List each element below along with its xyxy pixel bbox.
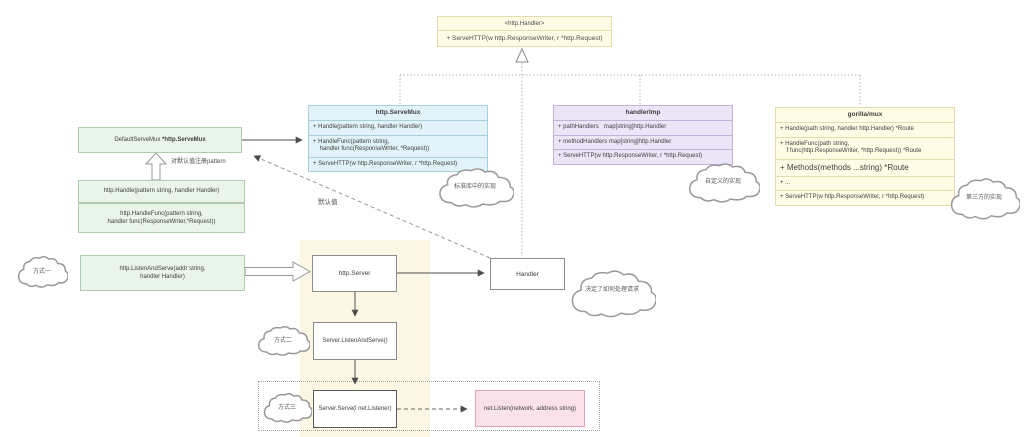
http-handle-group: http.Handle(pattern string, handler Hand… — [78, 180, 245, 233]
default-servemux-box: DefaultServeMux *http.ServeMux — [78, 127, 242, 153]
class-title: gorilla/mux — [847, 111, 883, 118]
class-box-servemux: http.ServeMux + Handle(pattern string, h… — [308, 105, 488, 173]
listener-group-outline — [258, 381, 600, 431]
block-arrow-up-icon — [144, 152, 168, 181]
class-method: + Methods(methods ...string) *Route — [776, 158, 954, 176]
register-pattern-label: 对默认值注册pattern — [171, 159, 226, 165]
server-listenandserve-box: Server.ListenAndServe() — [313, 322, 397, 360]
inheritance-triangle-icon — [515, 47, 529, 63]
class-method: + ServeHTTP(w http.ResponseWriter, r *ht… — [554, 149, 732, 164]
class-method: + ServeHTTP(w http.ResponseWriter, r *ht… — [446, 35, 603, 42]
http-server-box: http.Server — [312, 255, 397, 292]
class-method: + ServeHTTP(w http.ResponseWriter, r *ht… — [309, 156, 487, 172]
class-box-http-handler: <http.Handler> + ServeHTTP(w http.Respon… — [437, 16, 612, 47]
class-method: + Handle(path string, handler http.Handl… — [776, 122, 954, 137]
class-title: http.ServeMux — [375, 109, 421, 116]
realization-dotted-lines — [399, 63, 861, 256]
http-listenandserve-box: http.ListenAndServe(addr string, handler… — [80, 255, 245, 291]
class-method: + HandleFunc(pattern string, handler fun… — [309, 134, 487, 157]
net-listen-box: net.Listen(network, address string) — [475, 390, 585, 427]
solid-arrows — [242, 136, 485, 385]
class-title: handlerImp — [625, 109, 661, 116]
class-box-handlerimp: handlerImp + pathHandlers map[string]htt… — [553, 105, 733, 165]
handler-box: Handler — [490, 258, 565, 290]
class-title: <http.Handler> — [438, 17, 611, 31]
default-servemux-label: DefaultServeMux *http.ServeMux — [114, 136, 206, 143]
server-serve-box: Server.Serve(l net.Listener) — [313, 390, 397, 428]
class-box-gorillamux: gorilla/mux + Handle(path string, handle… — [775, 107, 955, 206]
class-method: + ServeHTTP(w http.ResponseWriter, r *ht… — [776, 190, 954, 205]
block-arrow-right-icon — [244, 261, 312, 282]
class-method: + Handle(pattern string, handler Handler… — [309, 120, 487, 135]
class-field: + methodHandlers map[string]http.Handler — [554, 134, 732, 150]
default-value-label: 默认值 — [318, 199, 338, 206]
http-handle-box: http.Handle(pattern string, handler Hand… — [78, 180, 245, 203]
class-field: + pathHandlers map[string]http.Handler — [554, 120, 732, 135]
http-handlefunc-box: http.HandleFunc(pattern string, handler … — [78, 203, 245, 233]
class-method: + HandleFunc(path string, f func(http.Re… — [776, 136, 954, 159]
default-value-dashed-arrow — [253, 155, 491, 259]
class-method: + ... — [776, 175, 954, 191]
